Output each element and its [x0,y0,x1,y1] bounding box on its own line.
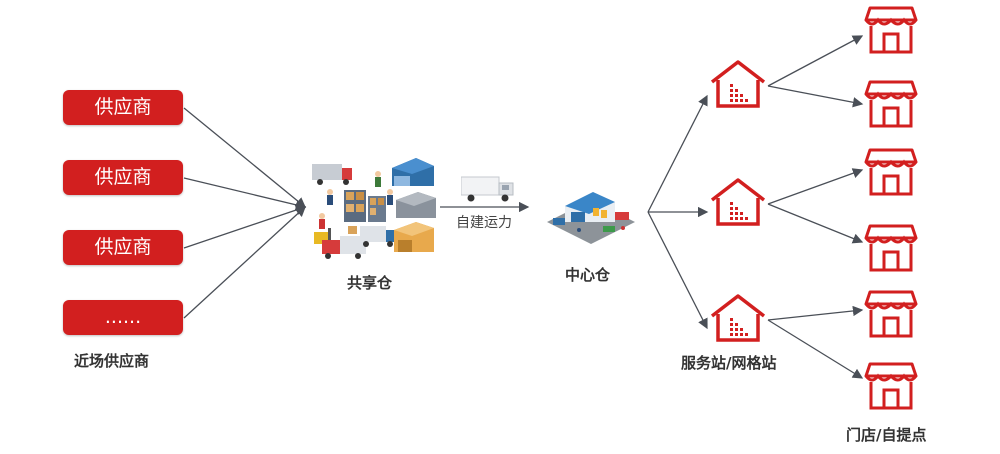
store-pickup-label: 门店/自提点 [846,426,927,444]
supplier-label: ...... [104,306,142,328]
supplier-box-2: 供应商 [63,160,183,195]
supplier-box-1: 供应商 [63,90,183,125]
supplier-label: 供应商 [94,166,152,188]
station-3-to-store-5-arrow [767,305,864,321]
service-station-icon [710,60,766,108]
central-warehouse-label: 中心仓 [565,266,611,284]
store-icon [864,224,918,272]
store-icon [864,148,918,196]
store-icon [864,6,918,54]
central-to-station-3-arrow [647,211,708,330]
central-to-station-1-arrow [647,94,708,213]
store-icon [864,362,918,410]
station-2-to-store-3-arrow [767,168,864,205]
supplier-box-more: ...... [63,300,183,335]
supplier-label: 供应商 [94,96,152,118]
nearby-suppliers-label: 近场供应商 [74,352,150,370]
shared-warehouse-label: 共享仓 [347,274,393,292]
self-built-transport-label: 自建运力 [456,215,512,231]
shared-warehouse-illustration [312,158,436,259]
station-3-to-store-6-arrow [767,319,864,379]
station-1-to-store-2-arrow [767,85,864,108]
truck-icon [461,176,514,202]
supplier-4-arrow [183,206,306,319]
supplier-2-arrow [183,177,307,210]
station-2-to-store-4-arrow [767,203,864,244]
store-icon [864,80,918,128]
supplier-label: 供应商 [94,236,152,258]
service-station-label: 服务站/网格站 [681,354,777,372]
service-station-icon [710,178,766,226]
supplier-box-3: 供应商 [63,230,183,265]
central-warehouse-illustration [547,192,635,244]
supplier-1-arrow [183,107,307,208]
supplier-3-arrow [183,204,307,249]
store-icon [864,290,918,338]
service-station-icon [710,294,766,342]
station-1-to-store-1-arrow [767,35,864,87]
